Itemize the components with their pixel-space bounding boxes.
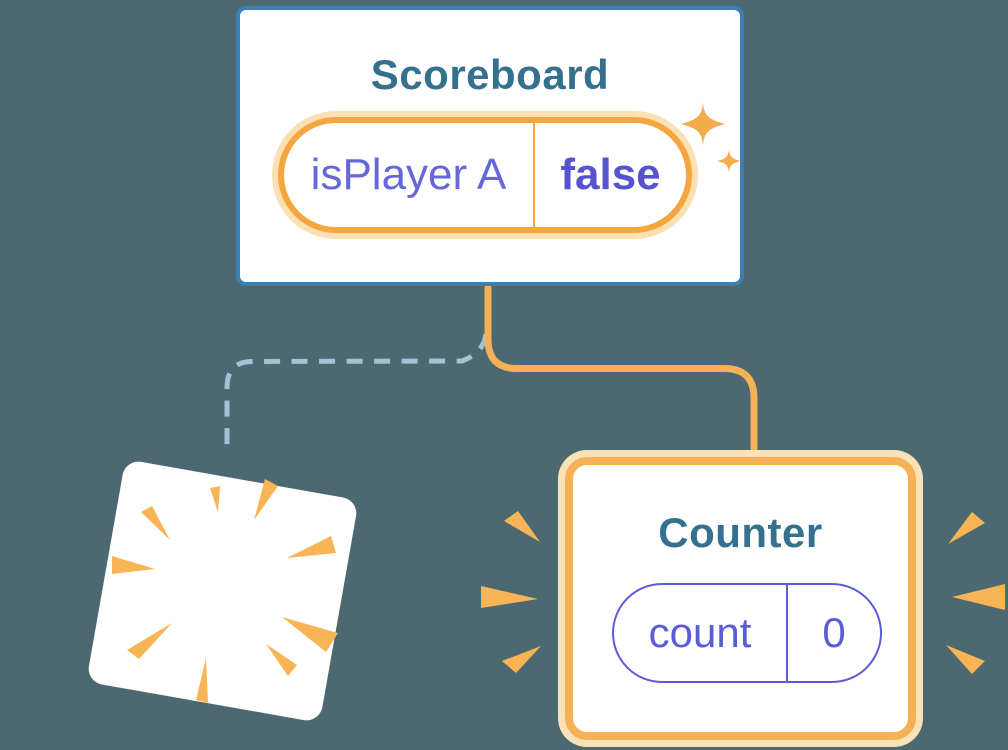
dashed-connector-line — [224, 333, 489, 452]
emphasis-marks-right-icon — [946, 512, 1005, 674]
pill-divider — [533, 123, 535, 227]
counter-title: Counter — [658, 509, 823, 556]
state-key-label: isPlayer A — [310, 150, 507, 199]
scoreboard-state-pill: isPlayer A false — [278, 117, 692, 233]
counter-state-pill: count 0 — [612, 583, 882, 683]
state-value-label: 0 — [822, 609, 846, 656]
emphasis-marks-left-icon — [481, 511, 541, 673]
scoreboard-title: Scoreboard — [370, 51, 610, 98]
state-value-label: false — [560, 150, 661, 199]
scoreboard-card: Scoreboard isPlayer A false — [236, 6, 744, 286]
orange-connector-line — [484, 285, 758, 460]
pill-divider — [786, 585, 788, 681]
destroyed-card — [86, 459, 359, 723]
state-key-label: count — [648, 609, 752, 656]
counter-card: Counter count 0 — [565, 457, 916, 740]
